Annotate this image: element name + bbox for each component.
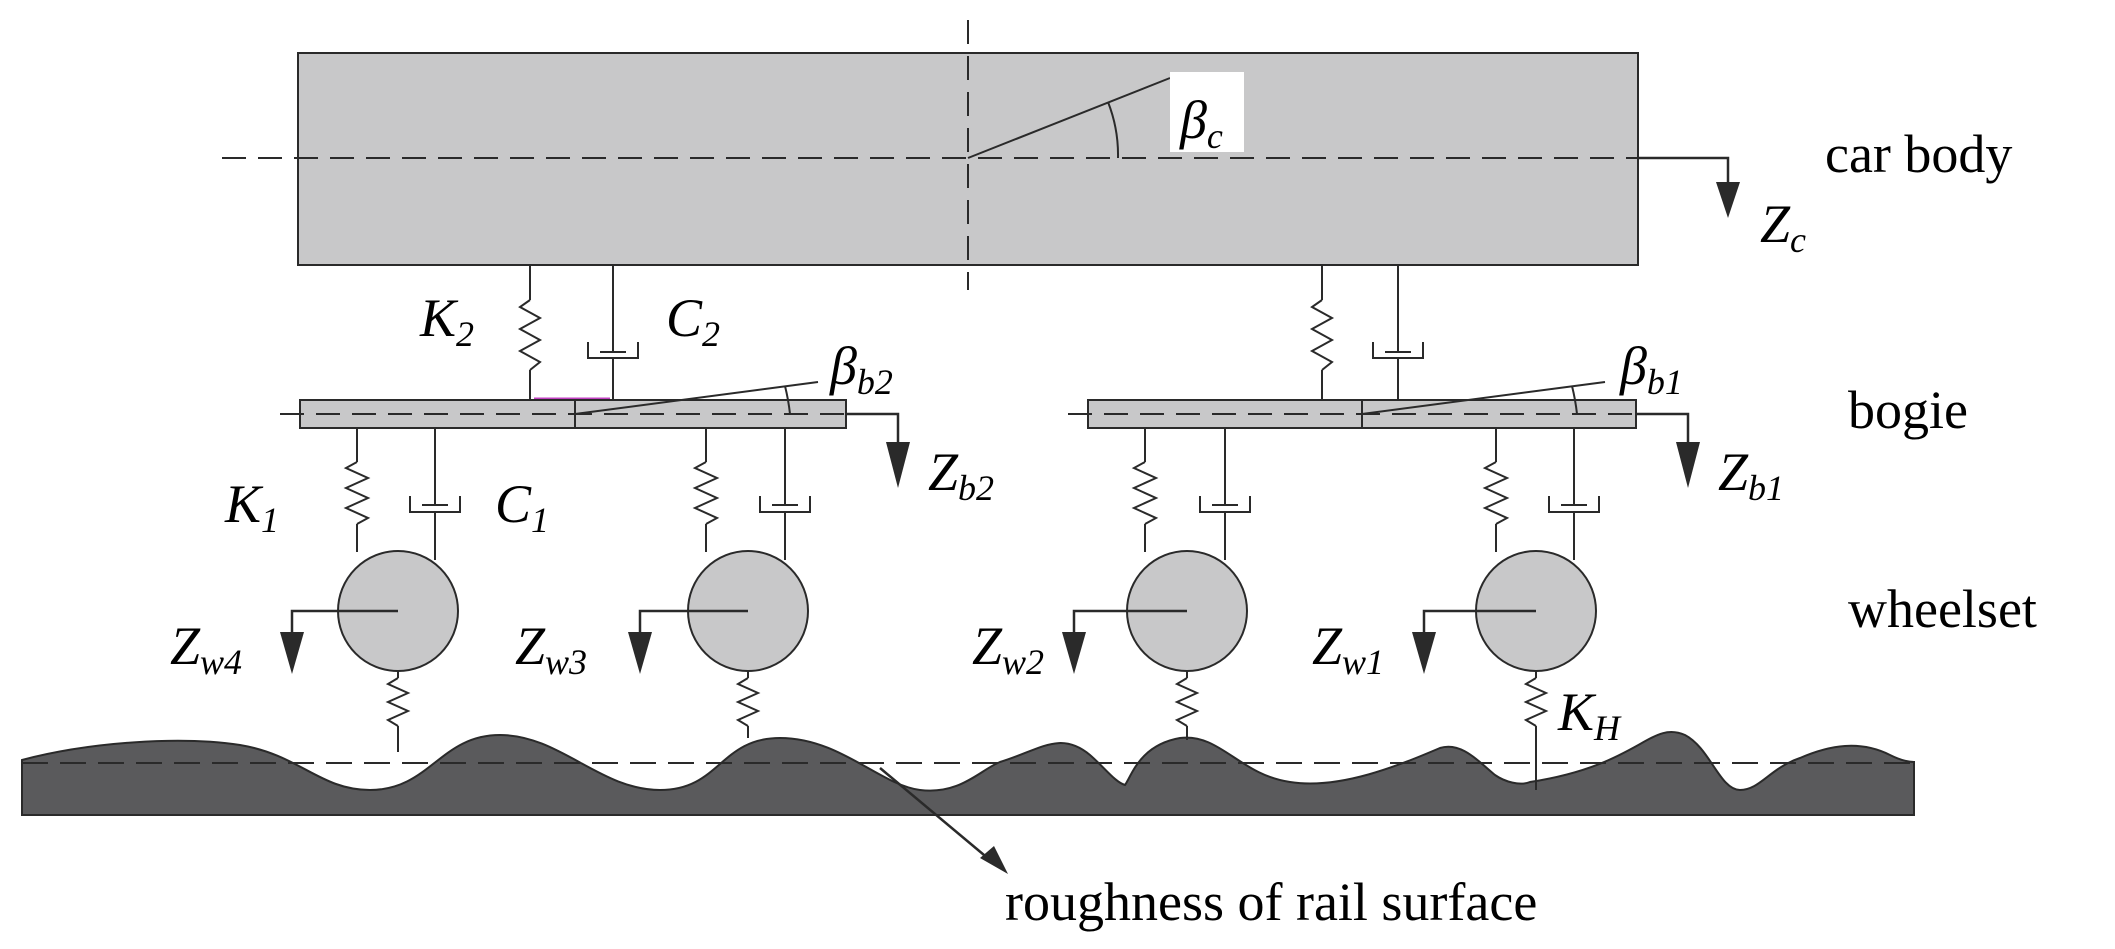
z-w3-label: Zw3 (515, 616, 587, 682)
wheelset-w2: Zw2 (972, 428, 1251, 740)
c1-label: C1 (495, 474, 549, 540)
rail-roughness-profile (21, 730, 1915, 816)
z-b2-label: Zb2 (928, 442, 994, 508)
contact-spring-w2 (1174, 671, 1200, 740)
z-b2-arrow-line (846, 412, 900, 450)
beta-c-label: βc (1179, 90, 1223, 156)
wheelset-w3: Zw3 (515, 428, 811, 738)
primary-damper-w2 (1199, 428, 1251, 560)
car-body-pitch-arc (1107, 101, 1120, 159)
z-w1-arrowhead (1412, 632, 1436, 674)
bogie-b1: βb1 Zb1 bogie (1068, 336, 1968, 508)
k1-label: K1 (224, 474, 279, 540)
contact-spring-w3 (735, 671, 761, 738)
bogie-label: bogie (1848, 380, 1968, 440)
bogie-b2-pitch-arc (784, 385, 791, 415)
secondary-spring-k2-left (517, 265, 543, 399)
z-w1-arrow-line (1422, 609, 1536, 640)
bogie-b2: βb2 Zb2 (280, 336, 994, 508)
bogie-b1-pitch-arc (1571, 385, 1578, 415)
roughness-pointer-line (879, 767, 991, 861)
car-body-rect (297, 52, 1639, 266)
z-c-arrowhead (1716, 182, 1740, 218)
z-w1-label: Zw1 (1312, 616, 1384, 682)
z-w4-arrow-line (290, 609, 398, 640)
beta-b2-label: βb2 (829, 336, 893, 402)
primary-damper-c1-w4 (409, 428, 461, 560)
z-w4-label: Zw4 (170, 616, 242, 682)
wheelset-w1: Zw1 KH wheelset (1312, 428, 2037, 790)
contact-spring-w4 (385, 671, 411, 752)
z-w2-arrow-line (1072, 609, 1187, 640)
z-c-arrow-line (1638, 156, 1730, 190)
z-w2-arrowhead (1062, 632, 1086, 674)
z-w2-label: Zw2 (972, 616, 1044, 682)
wheelset-w4: Zw4 K1 C1 (170, 428, 549, 752)
secondary-suspension: K2 C2 (419, 265, 1424, 410)
c2-label: C2 (666, 288, 720, 354)
primary-spring-w3 (692, 428, 720, 552)
z-w3-arrowhead (628, 632, 652, 674)
z-c-label: Zc (1760, 194, 1806, 260)
bogie-b2-pitch-line (574, 381, 819, 415)
z-b2-arrowhead (886, 442, 910, 488)
z-b1-arrowhead (1676, 442, 1700, 488)
k-h-label: KH (1557, 682, 1622, 748)
z-b1-arrow-line (1636, 412, 1690, 450)
primary-damper-w1 (1548, 428, 1600, 560)
roughness-pointer-arrowhead (980, 846, 1008, 874)
car-body-label: car body (1825, 124, 2012, 184)
primary-damper-w3 (759, 428, 811, 560)
k2-label: K2 (419, 288, 474, 354)
wheelset-label: wheelset (1848, 579, 2037, 639)
secondary-damper-c2-right (1372, 265, 1424, 400)
secondary-spring-k2-right (1309, 265, 1335, 399)
beta-b1-label: βb1 (1619, 336, 1683, 402)
roughness-pointer: roughness of rail surface (879, 767, 1537, 932)
primary-spring-w2 (1131, 428, 1159, 552)
z-w3-arrow-line (638, 609, 748, 640)
contact-spring-kh (1523, 671, 1549, 790)
z-w4-arrowhead (280, 632, 304, 674)
bogie-b1-pitch-line (1361, 381, 1606, 415)
roughness-label: roughness of rail surface (1005, 872, 1537, 932)
beta-c-label-bg (1170, 72, 1244, 152)
car-body: βc Zc car body (222, 20, 2012, 290)
rail-surface (21, 730, 1915, 816)
primary-spring-w1 (1482, 428, 1510, 552)
car-body-pitch-line (967, 77, 1171, 159)
secondary-damper-c2-left (587, 265, 639, 410)
z-b1-label: Zb1 (1718, 442, 1784, 508)
primary-spring-k1-w4 (343, 428, 371, 552)
